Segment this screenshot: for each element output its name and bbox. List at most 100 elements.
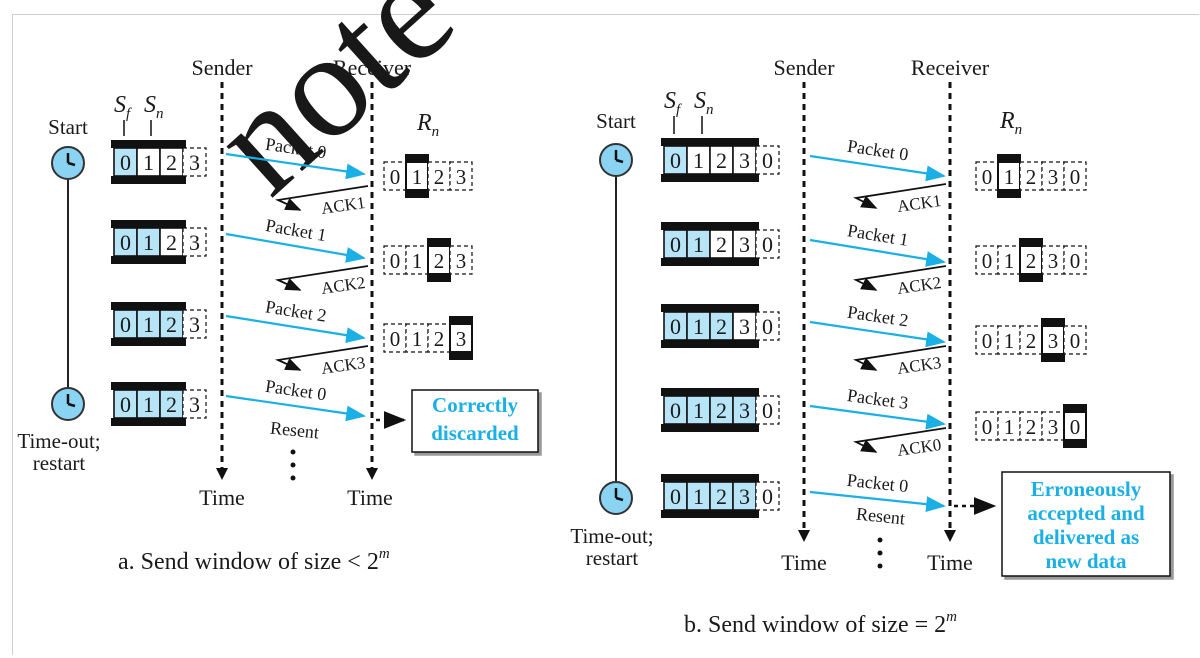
ellipsis-dot-b — [877, 537, 883, 543]
receiver-seq-cell — [1063, 161, 1087, 191]
receiver-seq-cell — [1063, 245, 1087, 275]
time-label-sender-a: Time — [199, 485, 245, 510]
sender-seq-number: 0 — [762, 148, 773, 173]
ack-arrow-b-3 — [853, 427, 947, 453]
sender-seq-number: 2 — [166, 230, 177, 255]
sender-seq-number: 2 — [166, 392, 177, 417]
caption-b: b. Send window of size = 2m — [684, 609, 957, 638]
receiver-seq-number: 2 — [1026, 415, 1037, 439]
sender-seq-cell — [755, 229, 780, 259]
ack-arrow-a-0-label: ACK1 — [320, 193, 367, 218]
window-top-bar — [111, 140, 186, 148]
sender-seq-number: 1 — [143, 312, 154, 337]
caption-a: a. Send window of size < 2m — [118, 546, 390, 575]
sender-seq-number: 2 — [166, 150, 177, 175]
sender-seq-number: 0 — [120, 150, 131, 175]
receiver-seq-number: 2 — [1026, 249, 1037, 273]
packet-arrow-b-3-label: Packet 3 — [846, 385, 910, 413]
ack-arrow-b-2-label: ACK3 — [896, 353, 943, 378]
sender-seq-number: 3 — [739, 484, 750, 509]
sn-label-a: Sn — [144, 92, 164, 122]
receiver-seq-number: 3 — [1048, 165, 1059, 189]
packet-arrow-a-2 — [225, 314, 366, 344]
packet-arrow-b-4 — [809, 490, 946, 513]
window-bottom-bar — [661, 510, 759, 518]
packet-arrow-b-4-label: Packet 0 — [846, 470, 909, 496]
sender-seq-number: 2 — [716, 314, 727, 339]
receiver-seq-number: 0 — [390, 165, 401, 189]
sender-seq-cell — [182, 147, 207, 177]
receiver-bottom-bar — [1063, 440, 1087, 448]
figure-frame — [12, 14, 1199, 655]
packet-arrow-b-2 — [809, 320, 946, 348]
sender-seq-cell — [182, 309, 207, 339]
ellipsis-dot-b — [877, 563, 883, 569]
ellipsis-dot-b — [877, 550, 883, 556]
receiver-bottom-bar — [405, 190, 429, 198]
sender-seq-number: 0 — [120, 392, 131, 417]
ellipsis-dot-a — [290, 462, 296, 468]
sf-label-a: Sf — [114, 92, 132, 122]
sender-seq-number: 1 — [693, 314, 704, 339]
sender-seq-number: 0 — [670, 148, 681, 173]
clock-hand-hour — [67, 402, 76, 408]
receiver-seq-cell — [1063, 325, 1087, 355]
receiver-seq-number: 1 — [1004, 329, 1015, 353]
sender-seq-number: 0 — [762, 398, 773, 423]
start-label-b: Start — [596, 109, 636, 133]
receiver-seq-number: 2 — [1026, 329, 1037, 353]
timeout-clock-a — [51, 387, 85, 421]
rn-label-b: Rn — [999, 108, 1022, 138]
receiver-seq-number: 0 — [1070, 165, 1081, 189]
start-clock-b — [599, 143, 633, 177]
timeout-label-a: Time-out;restart — [17, 429, 100, 475]
sender-seq-number: 2 — [716, 148, 727, 173]
sender-seq-number: 2 — [716, 484, 727, 509]
sender-timeline-a-head — [216, 468, 228, 480]
window-top-bar — [111, 302, 186, 310]
sender-seq-number: 0 — [670, 314, 681, 339]
sender-seq-number: 0 — [762, 484, 773, 509]
packet-arrow-a-0 — [225, 152, 366, 180]
sender-seq-number: 1 — [143, 392, 154, 417]
timeout-label-b: Time-out;restart — [570, 524, 653, 570]
ack-arrow-b-0-label: ACK1 — [896, 191, 943, 216]
packet-arrow-b-3 — [809, 404, 946, 430]
sender-seq-cell — [755, 311, 780, 341]
ack-arrow-b-1-label: ACK2 — [896, 273, 943, 298]
sender-seq-cell — [182, 227, 207, 257]
time-label-receiver-a: Time — [347, 485, 393, 510]
receiver-bottom-bar — [449, 352, 473, 360]
window-top-bar — [661, 138, 759, 146]
packet-arrow-a-3 — [225, 394, 366, 422]
receiver-seq-number: 0 — [1070, 415, 1081, 439]
sender-seq-number: 3 — [189, 392, 200, 417]
window-top-bar — [111, 382, 186, 390]
receiver-top-bar — [427, 238, 451, 246]
receiver-seq-number: 2 — [434, 327, 445, 351]
sender-seq-cell — [182, 389, 207, 419]
receiver-seq-cell — [449, 161, 473, 191]
receiver-seq-number: 1 — [412, 249, 423, 273]
packet-arrow-b-1-label: Packet 1 — [846, 220, 910, 250]
ack-arrow-b-0 — [853, 183, 947, 209]
receiver-timeline-a-head — [366, 468, 378, 480]
packet-arrow-b-0 — [809, 154, 946, 182]
receiver-top-bar — [449, 316, 473, 324]
sender-seq-number: 3 — [739, 314, 750, 339]
packet-arrow-b-2-label: Packet 2 — [846, 302, 910, 331]
window-bottom-bar — [111, 256, 186, 264]
ellipsis-dot-a — [290, 475, 296, 481]
ack-arrow-b-3-label: ACK0 — [896, 435, 943, 460]
receiver-label-a: Receiver — [333, 55, 412, 80]
sender-seq-number: 1 — [143, 230, 154, 255]
sender-seq-number: 0 — [120, 230, 131, 255]
resent-label-a: Resent — [269, 418, 320, 443]
